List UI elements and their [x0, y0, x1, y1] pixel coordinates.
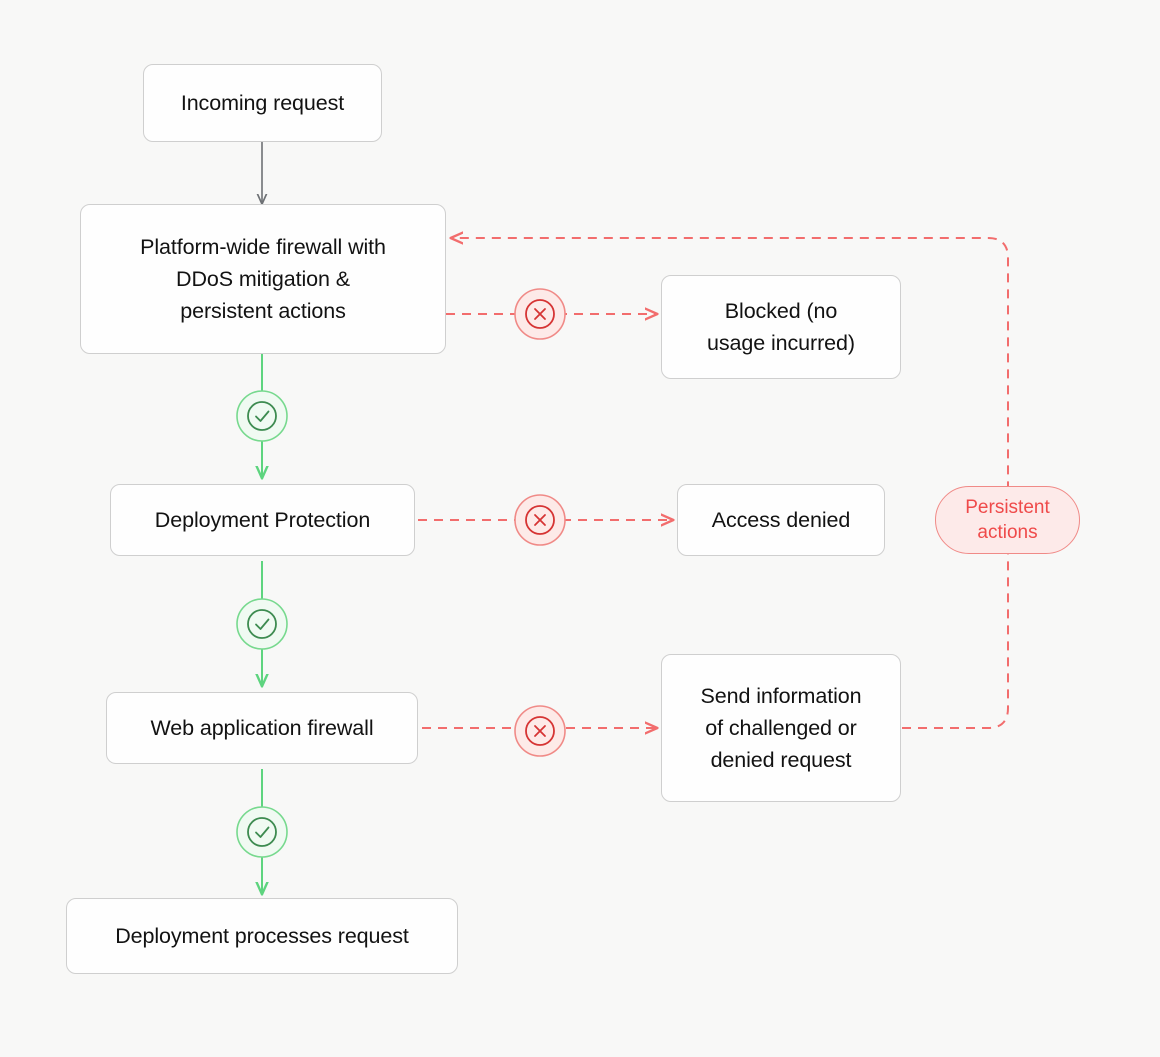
check-circle-icon-deployment-protection-waf[interactable]: [232, 594, 292, 654]
node-access-denied-label: Access denied: [711, 508, 851, 532]
node-deployment-protection-label: Deployment Protection: [154, 508, 371, 532]
node-blocked-label-line1: Blocked (no: [724, 299, 838, 323]
x-circle-icon-inner-ring: [525, 505, 555, 535]
x-icon-glyph: [534, 308, 546, 320]
node-deployment-processes-request[interactable]: Deployment processes request: [66, 898, 458, 974]
check-icon-glyph: [255, 618, 270, 630]
check-circle-icon-inner-ring: [247, 401, 277, 431]
node-web-application-firewall-label: Web application firewall: [150, 716, 374, 740]
x-icon-glyph: [534, 514, 546, 526]
edge-persistent-actions-feedback-loop: [452, 238, 1009, 729]
node-persistent-actions-label-line1: Persistent: [965, 497, 1050, 518]
node-incoming-request-label: Incoming request: [180, 91, 345, 115]
node-blocked-label-line2: usage incurred): [707, 331, 855, 355]
x-circle-icon-inner-ring: [525, 299, 555, 329]
node-send-information-label-line3: denied request: [710, 748, 852, 772]
node-send-information-label-line2: of challenged or: [705, 716, 857, 740]
node-deployment-protection[interactable]: Deployment Protection: [110, 484, 415, 556]
node-platform-wide-firewall-label-line3: persistent actions: [180, 299, 346, 323]
check-circle-icon-inner-ring: [247, 609, 277, 639]
check-circle-icon-outer-ring: [236, 390, 288, 442]
node-send-information[interactable]: Send information of challenged or denied…: [661, 654, 901, 802]
node-blocked-no-usage-incurred[interactable]: Blocked (no usage incurred): [661, 275, 901, 379]
node-persistent-actions-label-line2: actions: [977, 522, 1038, 543]
check-circle-icon-outer-ring: [236, 806, 288, 858]
x-circle-icon-firewall-blocked[interactable]: [510, 284, 570, 344]
node-platform-wide-firewall[interactable]: Platform-wide firewall with DDoS mitigat…: [80, 204, 446, 354]
check-circle-icon-outer-ring: [236, 598, 288, 650]
check-circle-icon-inner-ring: [247, 817, 277, 847]
check-icon-glyph: [255, 410, 270, 422]
node-deployment-processes-request-label: Deployment processes request: [115, 924, 409, 948]
check-circle-icon-waf-deployment-processes[interactable]: [232, 802, 292, 862]
x-icon-glyph: [534, 725, 546, 737]
x-circle-icon-inner-ring: [525, 716, 555, 746]
node-persistent-actions[interactable]: Persistent actions: [935, 486, 1080, 554]
check-icon-glyph: [255, 826, 270, 838]
check-circle-icon-firewall-deployment-protection[interactable]: [232, 386, 292, 446]
node-platform-wide-firewall-label-line1: Platform-wide firewall with: [140, 235, 386, 259]
node-platform-wide-firewall-label-line2: DDoS mitigation &: [176, 267, 350, 291]
node-access-denied[interactable]: Access denied: [677, 484, 885, 556]
x-circle-icon-waf-send-information[interactable]: [510, 701, 570, 761]
node-web-application-firewall[interactable]: Web application firewall: [106, 692, 418, 764]
node-send-information-label-line1: Send information: [700, 684, 862, 708]
x-circle-icon-deployment-protection-access-denied[interactable]: [510, 490, 570, 550]
node-incoming-request[interactable]: Incoming request: [143, 64, 382, 142]
